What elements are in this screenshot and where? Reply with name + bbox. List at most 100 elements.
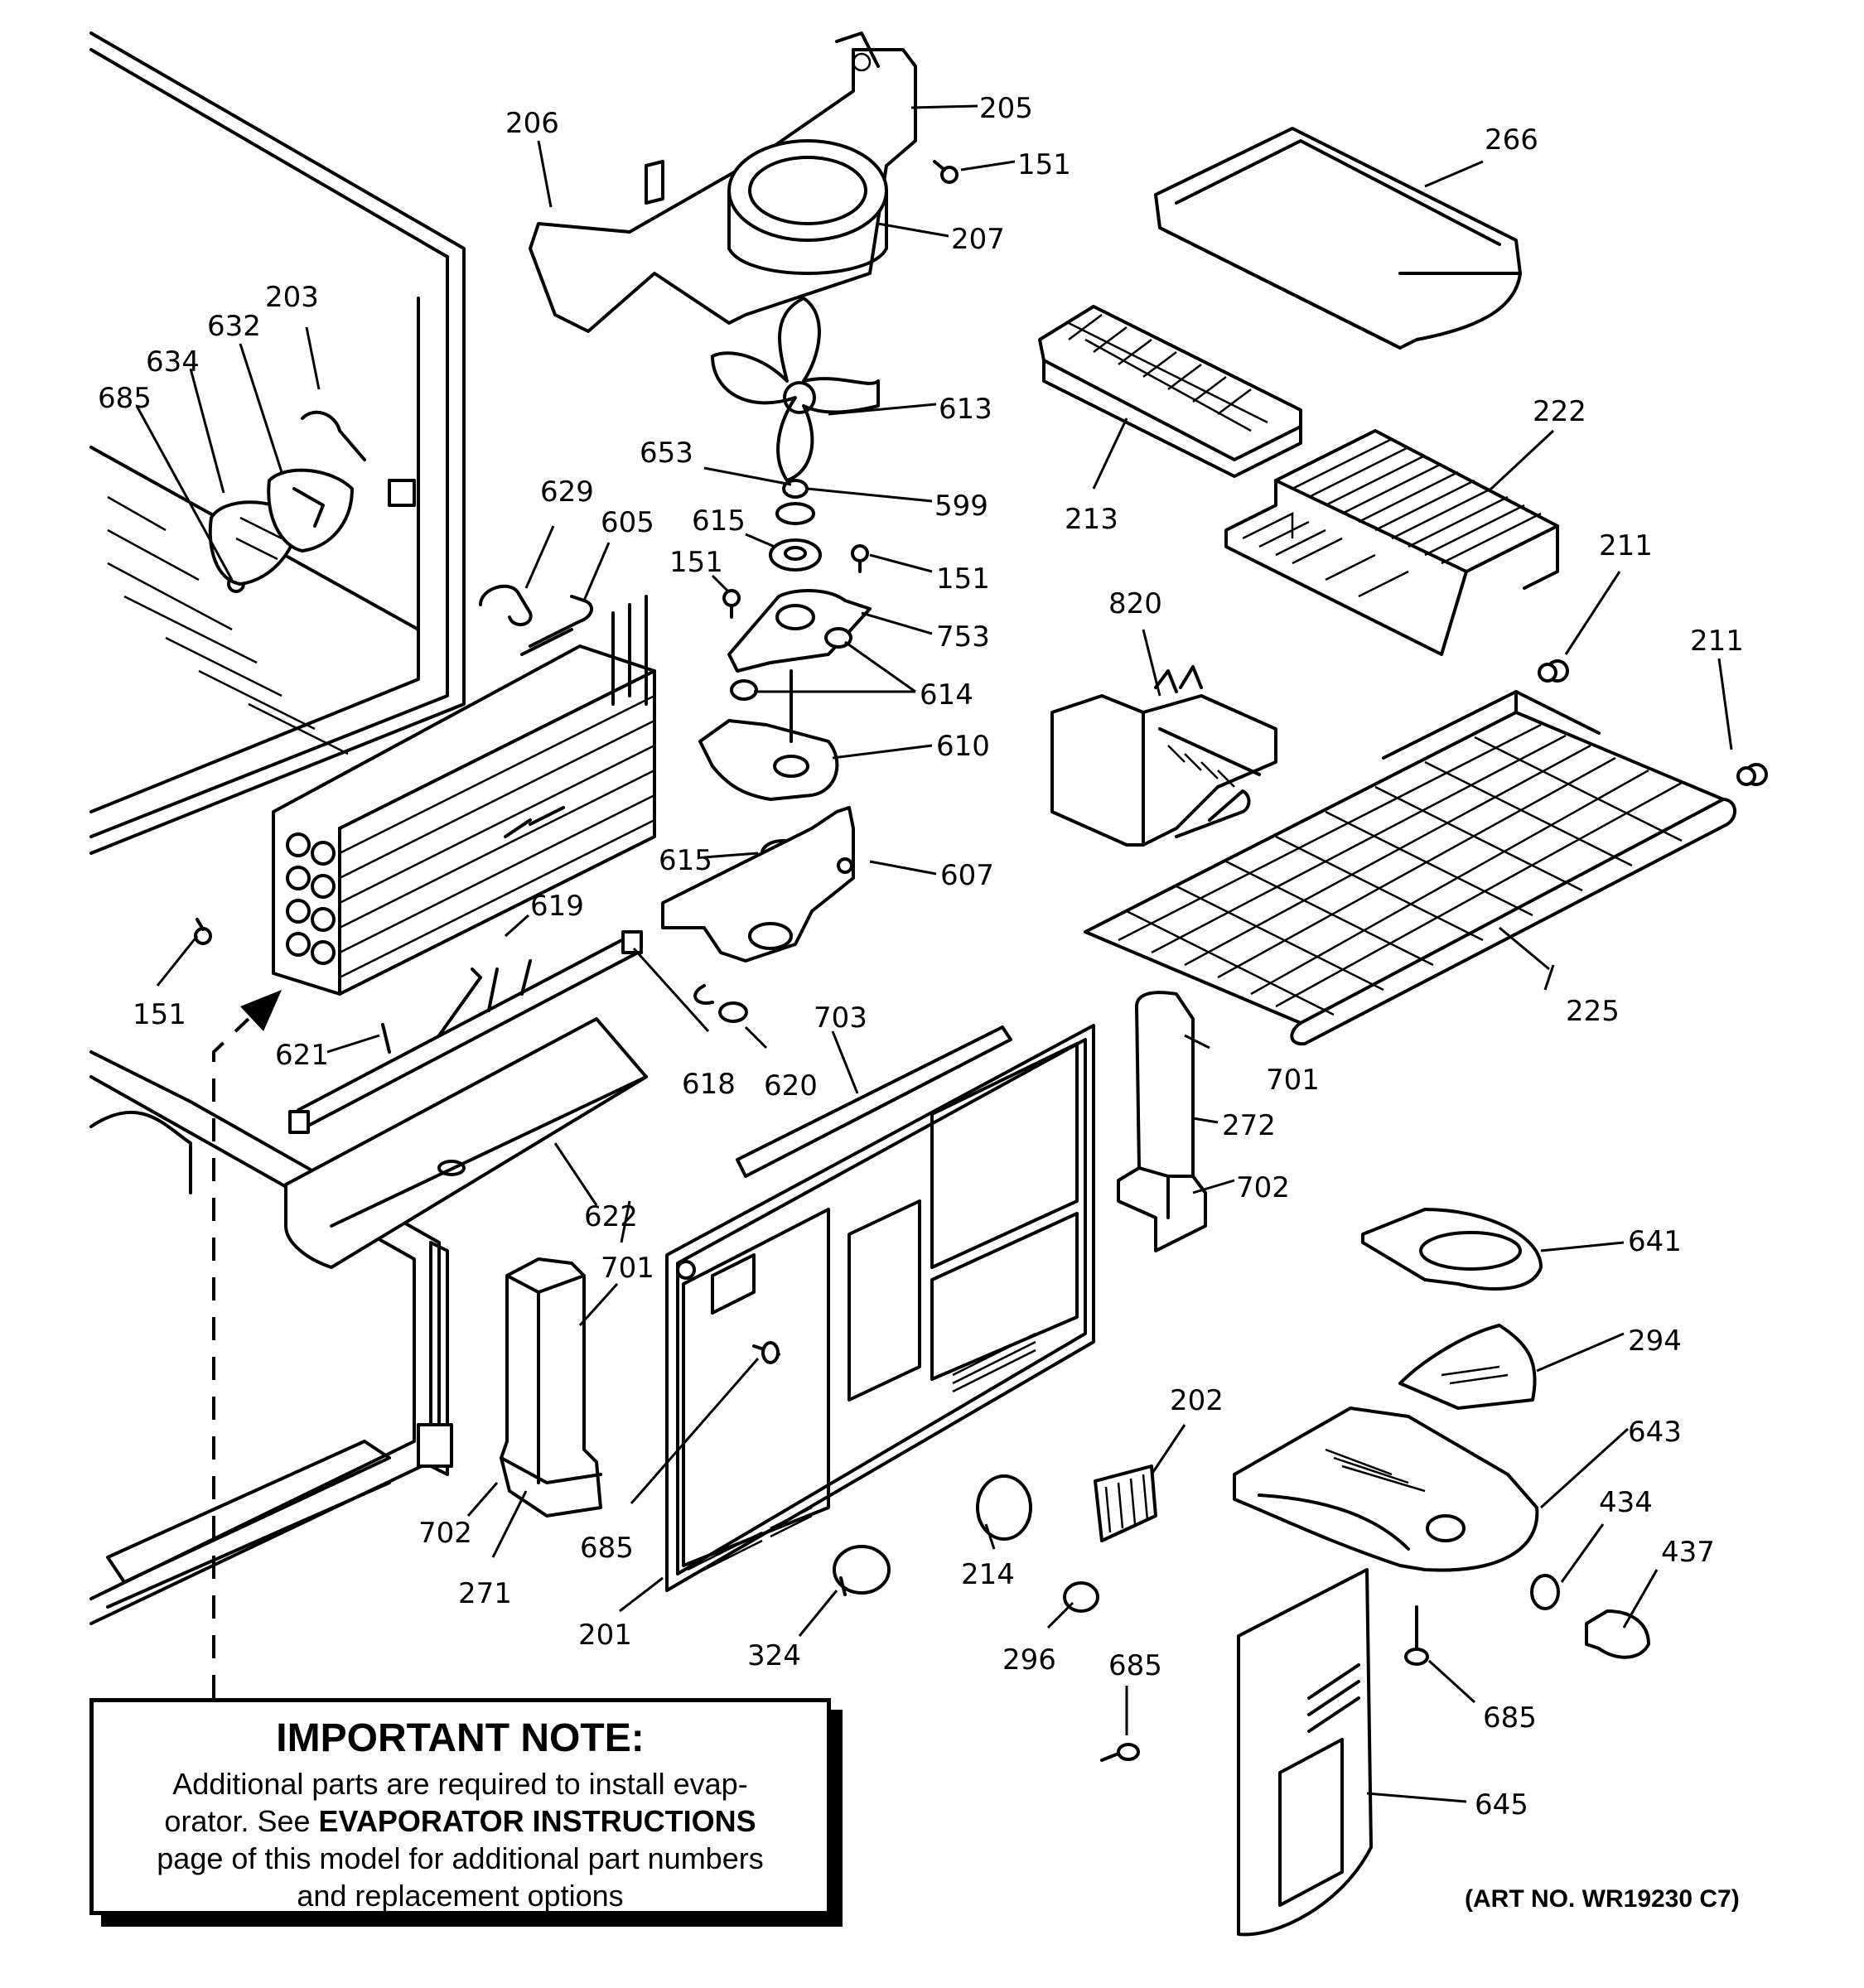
- evaporator-cover-201: [665, 1024, 1095, 1592]
- label-613: 613: [939, 393, 992, 426]
- label-701: 701: [601, 1252, 654, 1285]
- light-bulb-437: [1585, 1609, 1650, 1659]
- label-618: 618: [682, 1068, 736, 1101]
- label-205: 205: [979, 92, 1033, 125]
- grommet-615-upper: [769, 502, 822, 572]
- label-203: 203: [265, 281, 319, 314]
- screw-151-left-motor: [722, 589, 741, 619]
- label-324: 324: [747, 1639, 801, 1672]
- note-line-3: page of this model for additional part n…: [157, 1841, 764, 1875]
- label-685: 685: [580, 1532, 634, 1565]
- label-634: 634: [146, 345, 200, 379]
- label-607: 607: [940, 859, 994, 892]
- ice-maker: [1050, 665, 1277, 847]
- freezer-liner: [89, 1050, 453, 1625]
- label-271: 271: [458, 1577, 512, 1610]
- light-shield-645: [1237, 1568, 1373, 1937]
- label-214: 214: [961, 1558, 1015, 1591]
- note-line-1: Additional parts are required to install…: [172, 1767, 748, 1801]
- gasket-strip-703: [736, 1025, 1012, 1178]
- clip-619: [437, 959, 532, 1037]
- label-434: 434: [1599, 1486, 1653, 1519]
- screw-685-shield: [1404, 1605, 1429, 1666]
- label-211: 211: [1690, 625, 1744, 658]
- label-599: 599: [934, 490, 988, 523]
- label-629: 629: [540, 475, 594, 509]
- label-213: 213: [1065, 503, 1118, 536]
- label-151: 151: [1017, 148, 1071, 181]
- label-211: 211: [1599, 529, 1653, 562]
- screw-685-bottom: [1100, 1743, 1140, 1762]
- label-225: 225: [1566, 995, 1620, 1028]
- label-632: 632: [207, 310, 261, 343]
- fan-motor-610: [698, 669, 839, 801]
- plug-214: [976, 1474, 1032, 1541]
- sensor-620: [693, 984, 748, 1023]
- label-437: 437: [1661, 1536, 1715, 1569]
- ice-storage-bin: [1154, 127, 1522, 350]
- label-753: 753: [936, 620, 990, 654]
- light-socket-434: [1530, 1574, 1560, 1610]
- air-duct-272: [1117, 991, 1207, 1252]
- leader-lines: [135, 104, 1733, 1803]
- label-296: 296: [1002, 1643, 1056, 1677]
- label-222: 222: [1533, 395, 1586, 428]
- screw-151-cabinet: [194, 918, 212, 945]
- note-line-2b: EVAPORATOR INSTRUCTIONS: [318, 1804, 756, 1838]
- fresh-food-liner: [89, 31, 466, 855]
- label-653: 653: [640, 437, 693, 470]
- note-line-4: and replacement options: [297, 1879, 624, 1913]
- drain-pan-622: [284, 1017, 648, 1269]
- label-645: 645: [1475, 1788, 1528, 1822]
- label-151: 151: [936, 562, 990, 596]
- label-702: 702: [418, 1517, 472, 1550]
- label-615: 615: [692, 504, 746, 538]
- art-number: (ART NO. WR19230 C7): [1465, 1885, 1740, 1913]
- screw-685-cover: [752, 1341, 780, 1364]
- label-614: 614: [920, 678, 973, 712]
- label-703: 703: [814, 1001, 867, 1035]
- grille-202: [1094, 1464, 1157, 1542]
- motor-bracket-753: [727, 589, 872, 673]
- callout-labels: 205 206 207 151 266 203 632 634 685 613 …: [98, 92, 1744, 1822]
- label-620: 620: [764, 1069, 818, 1103]
- wire-shelf-222: [1224, 429, 1559, 656]
- fan-blade: [711, 297, 880, 482]
- screw-151-top: [933, 160, 959, 184]
- cover-641: [1361, 1208, 1543, 1291]
- label-202: 202: [1170, 1384, 1224, 1417]
- air-duct-271: [500, 1257, 602, 1518]
- label-701: 701: [1266, 1064, 1320, 1097]
- note-line-2a: orator. See: [164, 1804, 319, 1838]
- label-622: 622: [584, 1200, 638, 1233]
- label-641: 641: [1628, 1225, 1682, 1258]
- grommet-614: [730, 627, 852, 701]
- shelf-cap-211-b: [1736, 763, 1768, 786]
- label-621: 621: [275, 1039, 329, 1072]
- label-151: 151: [669, 546, 723, 579]
- label-610: 610: [936, 730, 990, 763]
- tube-203: [301, 410, 366, 461]
- label-201: 201: [578, 1619, 632, 1652]
- label-685: 685: [1483, 1701, 1537, 1735]
- label-207: 207: [951, 223, 1005, 256]
- cover-632: [267, 468, 354, 552]
- label-206: 206: [505, 107, 559, 140]
- shelf-cap-211-a: [1538, 659, 1569, 683]
- note-title: IMPORTANT NOTE:: [276, 1716, 645, 1760]
- label-685: 685: [1108, 1649, 1162, 1682]
- label-294: 294: [1628, 1325, 1682, 1358]
- label-272: 272: [1222, 1109, 1276, 1142]
- tube-629: [479, 584, 533, 626]
- install-direction-arrow: [212, 990, 282, 1698]
- defrost-heater-618: [288, 930, 643, 1134]
- label-615: 615: [659, 844, 712, 877]
- knob-324: [833, 1545, 891, 1596]
- evaporator-coil: [272, 595, 656, 996]
- wire-shelf-225: [1084, 690, 1736, 1046]
- note-body: Additional parts are required to install…: [118, 1765, 802, 1914]
- label-605: 605: [601, 506, 654, 539]
- fan-shroud-assembly: [529, 31, 917, 333]
- cover-294: [1398, 1324, 1537, 1410]
- important-note-box: IMPORTANT NOTE: Additional parts are req…: [89, 1698, 831, 1915]
